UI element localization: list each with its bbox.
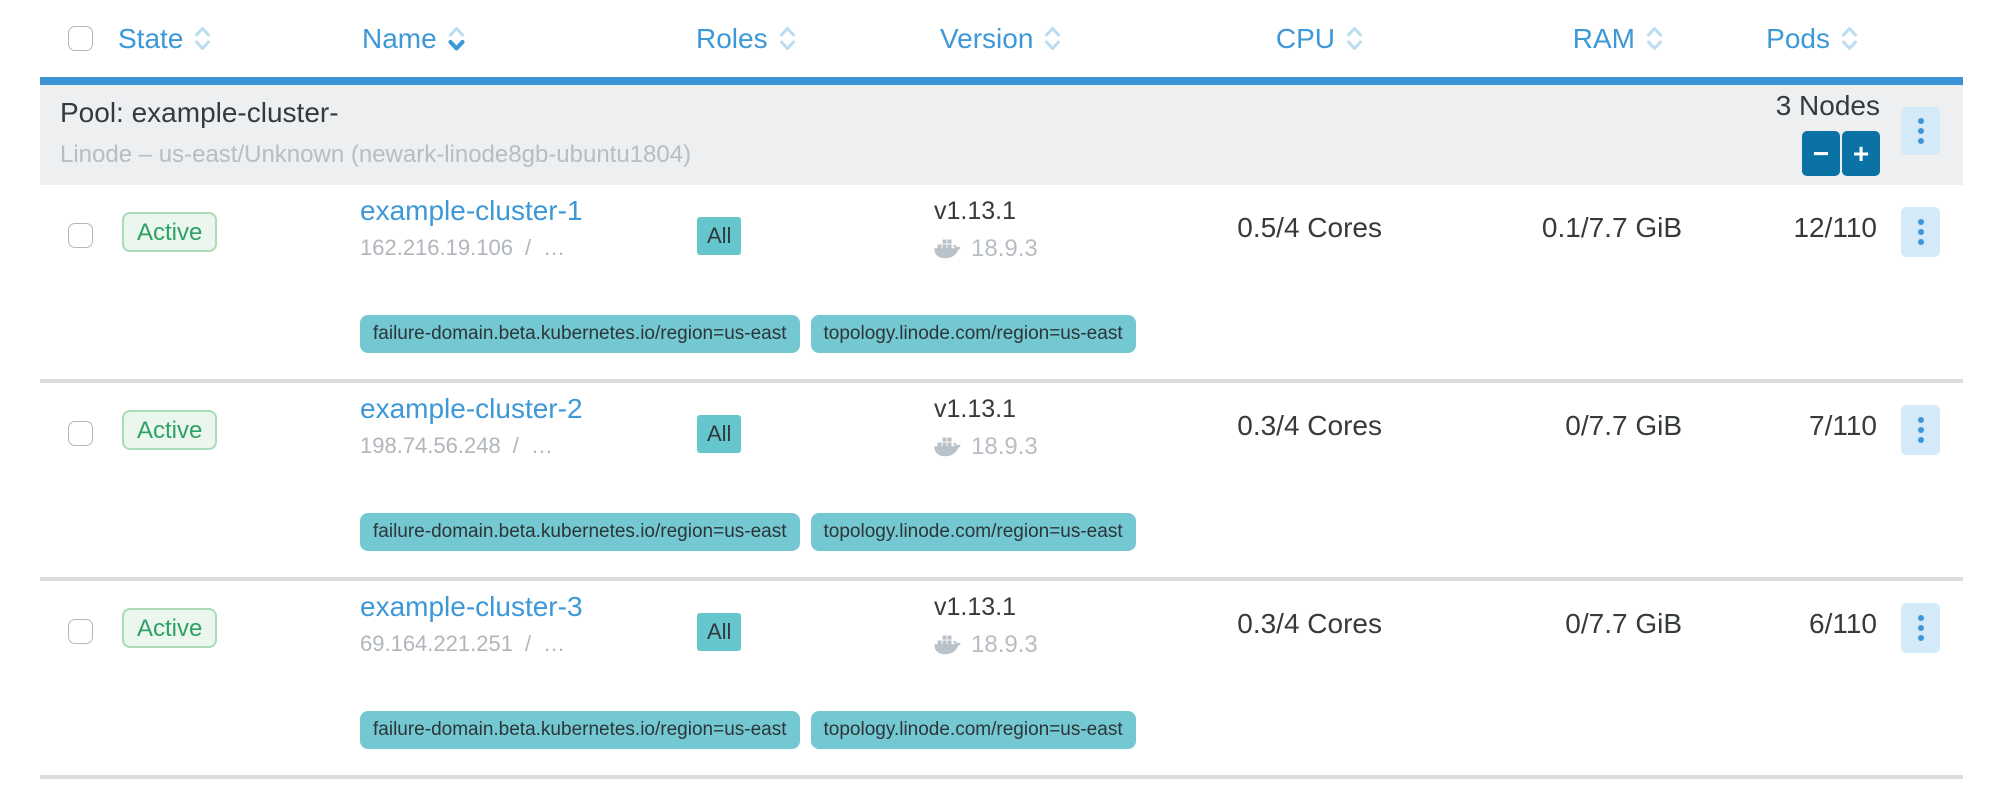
column-label: Version [940, 22, 1034, 54]
column-label: Name [362, 22, 437, 54]
node-name-link[interactable]: example-cluster-3 [360, 591, 583, 622]
sort-icon [1842, 26, 1857, 50]
node-labels: failure-domain.beta.kubernetes.io/region… [360, 315, 1963, 379]
cpu-usage: 0.3/4 Cores [1237, 410, 1382, 441]
node-row: Active example-cluster-2 198.74.56.248 /… [40, 383, 1963, 581]
column-label: RAM [1572, 22, 1635, 54]
docker-icon [934, 635, 961, 655]
column-header-version[interactable]: Version [920, 23, 1210, 55]
row-checkbox[interactable] [68, 421, 93, 446]
scale-down-button[interactable]: − [1802, 131, 1840, 176]
status-badge: Active [122, 410, 218, 450]
select-all-cell [40, 26, 118, 51]
sort-icon [195, 26, 211, 50]
ip-separator: / [524, 235, 532, 260]
node-count: 3 Nodes [1775, 90, 1880, 121]
docker-version: 18.9.3 [971, 631, 1038, 658]
status-badge: Active [122, 608, 218, 648]
row-checkbox[interactable] [68, 619, 93, 644]
minus-icon: − [1812, 138, 1830, 169]
pool-scale-controls: 3 Nodes − + [1776, 89, 1880, 176]
column-label: Pods [1766, 22, 1830, 54]
role-badge: All [697, 415, 742, 453]
address-more-toggle[interactable]: … [530, 433, 555, 458]
column-header-state[interactable]: State [118, 23, 360, 55]
row-menu-button[interactable] [1901, 603, 1940, 653]
kubernetes-version: v1.13.1 [934, 197, 1017, 225]
node-pool-table: State Name Roles Version CPU RAM Pods [40, 0, 1963, 779]
kubernetes-version: v1.13.1 [934, 593, 1017, 621]
node-address: 198.74.56.248 / … [360, 433, 696, 459]
pool-row: Pool: example-cluster- Linode – us-east/… [40, 85, 1963, 185]
pool-subtitle: Linode – us-east/Unknown (newark-linode8… [60, 141, 692, 168]
column-label: State [118, 22, 184, 54]
pods-usage: 6/110 [1809, 608, 1877, 639]
kubernetes-version: v1.13.1 [934, 395, 1017, 423]
docker-version-line: 18.9.3 [934, 631, 1210, 659]
cpu-usage: 0.5/4 Cores [1237, 212, 1382, 243]
sort-icon [1347, 26, 1362, 50]
column-header-cpu[interactable]: CPU [1210, 23, 1385, 55]
node-ip: 162.216.19.106 [360, 235, 513, 260]
node-labels: failure-domain.beta.kubernetes.io/region… [360, 711, 1963, 775]
table-header: State Name Roles Version CPU RAM Pods [40, 0, 1963, 77]
sort-icon [1647, 26, 1662, 50]
pool-title: Pool: example-cluster- [60, 97, 339, 128]
row-menu-button[interactable] [1901, 405, 1940, 455]
docker-version: 18.9.3 [971, 235, 1038, 262]
ram-usage: 0/7.7 GiB [1565, 410, 1682, 441]
node-labels: failure-domain.beta.kubernetes.io/region… [360, 513, 1963, 577]
row-menu-button[interactable] [1901, 207, 1940, 257]
docker-version-line: 18.9.3 [934, 235, 1210, 263]
pool-menu-button[interactable] [1901, 107, 1940, 155]
node-ip: 69.164.221.251 [360, 631, 513, 656]
address-more-toggle[interactable]: … [543, 631, 568, 656]
ram-usage: 0.1/7.7 GiB [1541, 212, 1682, 243]
cpu-usage: 0.3/4 Cores [1237, 608, 1382, 639]
ip-separator: / [524, 631, 532, 656]
column-header-ram[interactable]: RAM [1385, 23, 1685, 55]
sort-icon [779, 26, 795, 50]
ram-usage: 0/7.7 GiB [1565, 608, 1682, 639]
label-badge: topology.linode.com/region=us-east [810, 711, 1136, 749]
select-all-checkbox[interactable] [68, 26, 93, 51]
ip-separator: / [512, 433, 519, 458]
column-label: Roles [696, 22, 768, 54]
label-badge: topology.linode.com/region=us-east [810, 513, 1136, 551]
docker-icon [934, 239, 961, 259]
pods-usage: 7/110 [1809, 410, 1877, 441]
node-name-link[interactable]: example-cluster-1 [360, 195, 583, 226]
label-badge: failure-domain.beta.kubernetes.io/region… [360, 315, 800, 353]
node-ip: 198.74.56.248 [360, 433, 501, 458]
label-badge: failure-domain.beta.kubernetes.io/region… [360, 711, 800, 749]
node-address: 69.164.221.251 / … [360, 631, 696, 657]
column-header-pods[interactable]: Pods [1685, 23, 1880, 55]
node-row: Active example-cluster-1 162.216.19.106 … [40, 185, 1963, 383]
label-badge: topology.linode.com/region=us-east [810, 315, 1136, 353]
docker-version-line: 18.9.3 [934, 433, 1210, 461]
column-header-roles[interactable]: Roles [696, 23, 920, 55]
node-address: 162.216.19.106 / … [360, 235, 696, 261]
role-badge: All [697, 217, 742, 255]
node-name-link[interactable]: example-cluster-2 [360, 393, 583, 424]
role-badge: All [697, 613, 742, 651]
column-label: CPU [1275, 22, 1335, 54]
column-header-name[interactable]: Name [360, 23, 696, 55]
pods-usage: 12/110 [1793, 212, 1877, 243]
docker-icon [934, 437, 961, 457]
sort-icon-active-desc [448, 26, 465, 51]
status-badge: Active [122, 212, 218, 252]
node-row: Active example-cluster-3 69.164.221.251 … [40, 581, 1963, 779]
label-badge: failure-domain.beta.kubernetes.io/region… [360, 513, 800, 551]
address-more-toggle[interactable]: … [543, 235, 568, 260]
row-checkbox[interactable] [68, 223, 93, 248]
sort-icon [1045, 26, 1061, 50]
docker-version: 18.9.3 [971, 433, 1038, 460]
plus-icon: + [1852, 138, 1870, 169]
scale-up-button[interactable]: + [1842, 131, 1880, 176]
header-rule [40, 77, 1963, 85]
